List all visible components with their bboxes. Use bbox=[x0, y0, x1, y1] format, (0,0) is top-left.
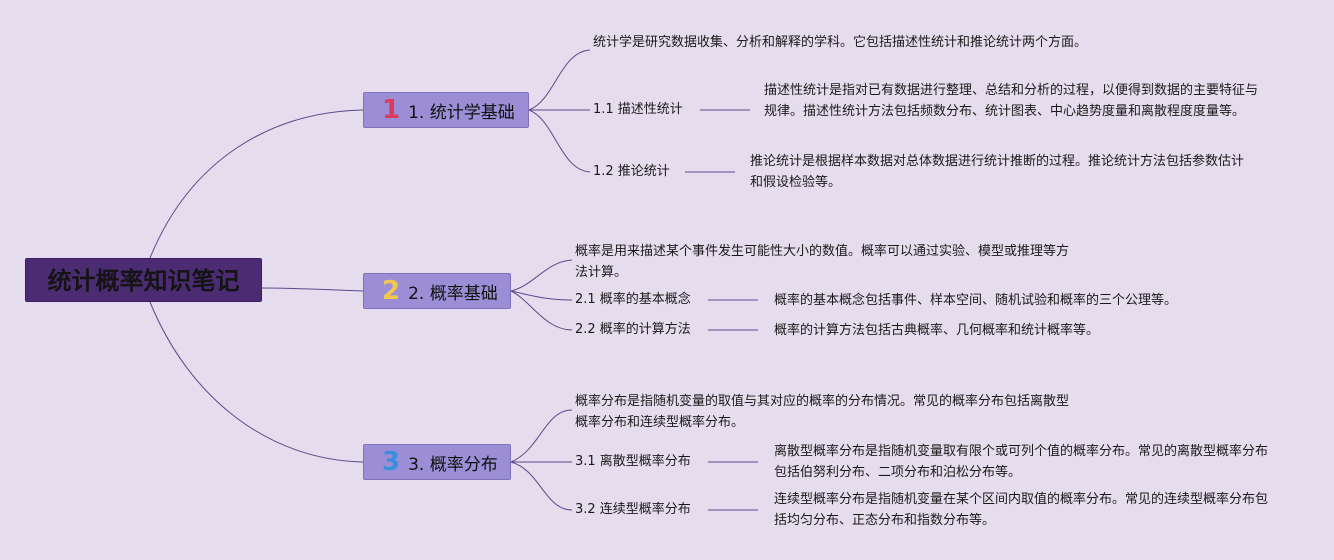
sub-node-3-1-desc: 离散型概率分布是指随机变量取有限个或可列个值的概率分布。常见的离散型概率分布包括… bbox=[774, 444, 1269, 480]
sub-node-1-1[interactable]: 1.1 描述性统计 bbox=[593, 102, 683, 117]
number-three-icon: 3 bbox=[382, 447, 401, 477]
branch-node-3[interactable]: 3 3. 概率分布 bbox=[363, 444, 511, 480]
sub-node-1-2[interactable]: 1.2 推论统计 bbox=[593, 164, 670, 179]
branch-1-to-intro-link bbox=[528, 49, 591, 111]
number-one-icon: 1 bbox=[382, 95, 401, 125]
root-to-branch-1-link bbox=[149, 109, 364, 259]
sub-node-1-2-desc: 推论统计是根据样本数据对总体数据进行统计推断的过程。推论统计方法包括参数估计和假… bbox=[750, 154, 1245, 190]
sub-node-2-2-desc: 概率的计算方法包括古典概率、几何概率和统计概率等。 bbox=[774, 323, 1100, 338]
branch-1-intro: 统计学是研究数据收集、分析和解释的学科。它包括描述性统计和推论统计两个方面。 bbox=[593, 35, 1088, 50]
sub-node-3-2-desc: 连续型概率分布是指随机变量在某个区间内取值的概率分布。常见的连续型概率分布包括均… bbox=[774, 492, 1269, 528]
branch-node-1[interactable]: 1 1. 统计学基础 bbox=[363, 92, 529, 128]
sub-node-2-1[interactable]: 2.1 概率的基本概念 bbox=[575, 292, 691, 307]
root-to-branch-2-link bbox=[261, 287, 364, 292]
branch-2-intro: 概率是用来描述某个事件发生可能性大小的数值。概率可以通过实验、模型或推理等方法计… bbox=[575, 244, 1070, 280]
branch-1-title: 1. 统计学基础 bbox=[408, 102, 515, 123]
branch-2-to-intro-link bbox=[510, 259, 573, 292]
branch-3-intro: 概率分布是指随机变量的取值与其对应的概率的分布情况。常见的概率分布包括离散型概率… bbox=[575, 394, 1070, 430]
branch-3-title: 3. 概率分布 bbox=[408, 454, 498, 475]
sub-node-2-1-desc: 概率的基本概念包括事件、样本空间、随机试验和概率的三个公理等。 bbox=[774, 293, 1178, 308]
branch-node-2[interactable]: 2 2. 概率基础 bbox=[363, 273, 511, 309]
sub-node-2-2[interactable]: 2.2 概率的计算方法 bbox=[575, 322, 691, 337]
branch-2-title: 2. 概率基础 bbox=[408, 283, 498, 304]
sub-node-3-1[interactable]: 3.1 离散型概率分布 bbox=[575, 454, 691, 469]
number-two-icon: 2 bbox=[382, 276, 401, 306]
branch-2-to-sub-2-link bbox=[510, 290, 573, 331]
branch-2-to-sub-1-link bbox=[510, 290, 573, 301]
sub-node-3-2[interactable]: 3.2 连续型概率分布 bbox=[575, 502, 691, 517]
branch-1-to-sub-2-link bbox=[528, 109, 591, 173]
root-title: 统计概率知识笔记 bbox=[47, 267, 240, 295]
root-to-branch-3-link bbox=[149, 301, 364, 463]
branch-3-to-intro-link bbox=[510, 409, 573, 463]
sub-node-1-1-desc: 描述性统计是指对已有数据进行整理、总结和分析的过程，以便得到数据的主要特征与规律… bbox=[764, 83, 1259, 119]
branch-3-to-sub-2-link bbox=[510, 461, 573, 511]
root-node[interactable]: 统计概率知识笔记 bbox=[25, 258, 262, 302]
